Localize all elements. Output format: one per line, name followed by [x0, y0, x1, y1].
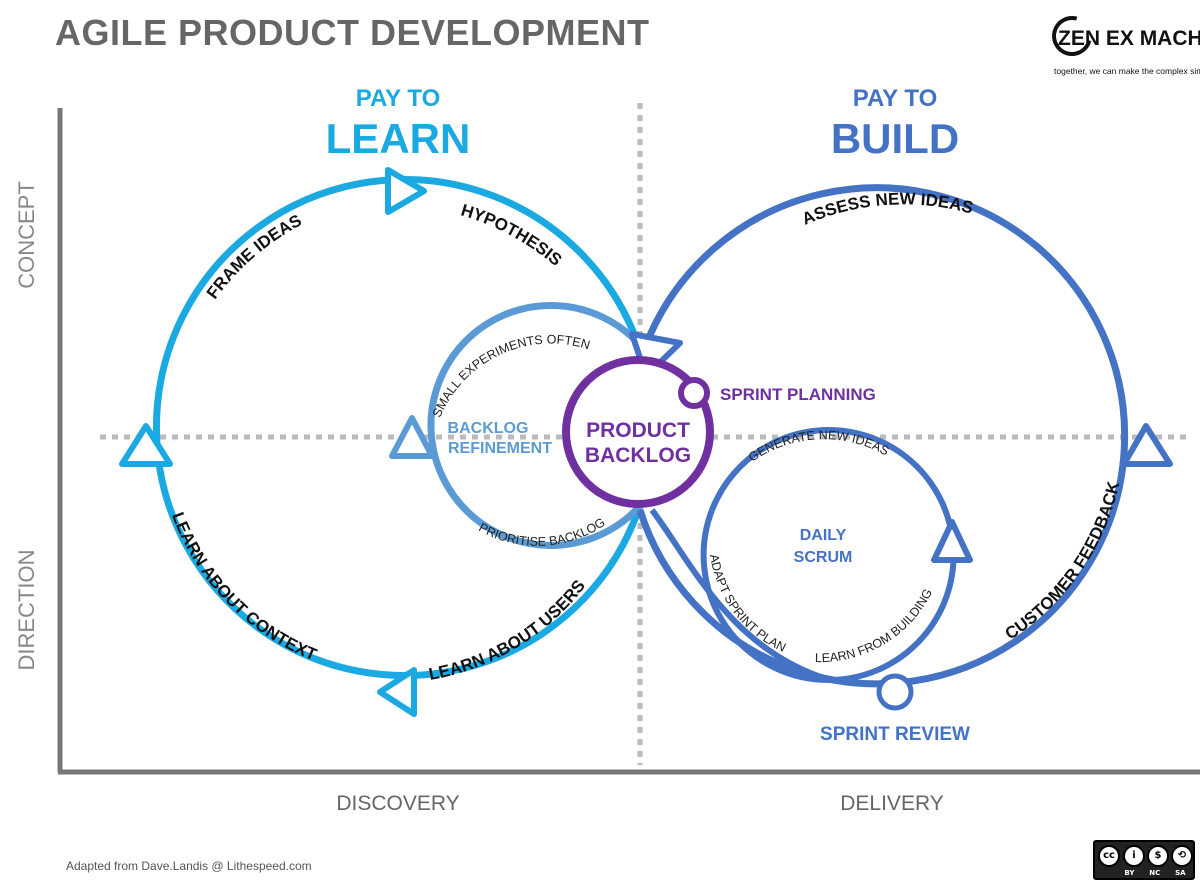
logo-name: ZEN EX MACHINA: [1058, 27, 1200, 51]
sprint-review-label: SPRINT REVIEW: [820, 724, 970, 745]
cc-terms: BY NC SA: [1095, 869, 1193, 877]
backlog-arrow-up-icon: [389, 415, 435, 459]
backlog-refinement-line1: BACKLOG: [448, 420, 529, 437]
cc-icon: cc: [1098, 845, 1120, 867]
build-arrow-up-icon: [1121, 423, 1173, 467]
learn-heading: LEARN: [326, 115, 471, 162]
cc-license-badge: cc i $ ⟲ BY NC SA: [1093, 840, 1195, 880]
noncommercial-icon: $: [1147, 845, 1169, 867]
cc-term-sa: SA: [1175, 869, 1186, 877]
daily-scrum-loop: [649, 427, 957, 684]
product-backlog-line2: BACKLOG: [585, 444, 691, 467]
build-loop: [636, 184, 1129, 688]
page-title: AGILE PRODUCT DEVELOPMENT: [55, 12, 650, 53]
learn-from-building-label: LEARN FROM BUILDING: [815, 587, 935, 666]
hypothesis-label: HYPOTHESIS: [459, 201, 566, 270]
logo-tagline: together, we can make the complex simple: [1054, 66, 1200, 76]
sprint-planning-label: SPRINT PLANNING: [720, 385, 876, 404]
build-heading-top: PAY TO: [853, 85, 938, 112]
learn-heading-top: PAY TO: [356, 85, 441, 112]
product-backlog-line1: PRODUCT: [586, 419, 690, 442]
learn-context-label: LEARN ABOUT CONTEXT: [168, 510, 320, 665]
axis-label-discovery: DISCOVERY: [336, 792, 459, 815]
scrum-arrow-up-icon: [931, 519, 973, 563]
axis-label-delivery: DELIVERY: [840, 792, 944, 815]
axis-label-concept: CONCEPT: [14, 181, 39, 289]
footer-credit: Adapted from Dave.Landis @ Lithespeed.co…: [66, 859, 312, 873]
product-backlog-circle: [562, 356, 714, 508]
daily-scrum-line1: DAILY: [800, 527, 847, 544]
frame-ideas-label: FRAME IDEAS: [203, 211, 305, 303]
sharealike-icon: ⟲: [1171, 845, 1193, 867]
learn-users-label: LEARN ABOUT USERS: [427, 576, 589, 684]
arrow-left-icon: [377, 667, 417, 717]
generate-new-ideas-label: GENERATE NEW IDEAS: [746, 428, 891, 464]
arrow-up-icon: [119, 423, 173, 467]
arrow-right-icon: [385, 167, 427, 215]
daily-scrum-inner-arc: [700, 508, 831, 684]
sprint-review-node: [876, 673, 914, 711]
cc-term-by: BY: [1124, 869, 1135, 877]
backlog-refinement-loop: [427, 301, 648, 549]
axis-label-direction: DIRECTION: [14, 550, 39, 671]
backlog-refinement-line2: REFINEMENT: [448, 440, 552, 457]
build-heading: BUILD: [831, 115, 959, 162]
cc-term-nc: NC: [1149, 869, 1161, 877]
customer-feedback-label: CUSTOMER FEEDBACK: [1002, 479, 1124, 644]
logo: ZEN EX MACHINA together, we can make the…: [1040, 8, 1200, 82]
daily-scrum-line2: SCRUM: [794, 549, 853, 566]
learn-loop: [153, 176, 644, 679]
sprint-planning-node: [678, 377, 710, 409]
logo-zen: ZEN: [1058, 27, 1100, 50]
attribution-icon: i: [1123, 845, 1145, 867]
prioritise-backlog-label: PRIORITISE BACKLOG: [477, 515, 608, 549]
logo-ex-machina: EX MACHINA: [1105, 27, 1200, 50]
